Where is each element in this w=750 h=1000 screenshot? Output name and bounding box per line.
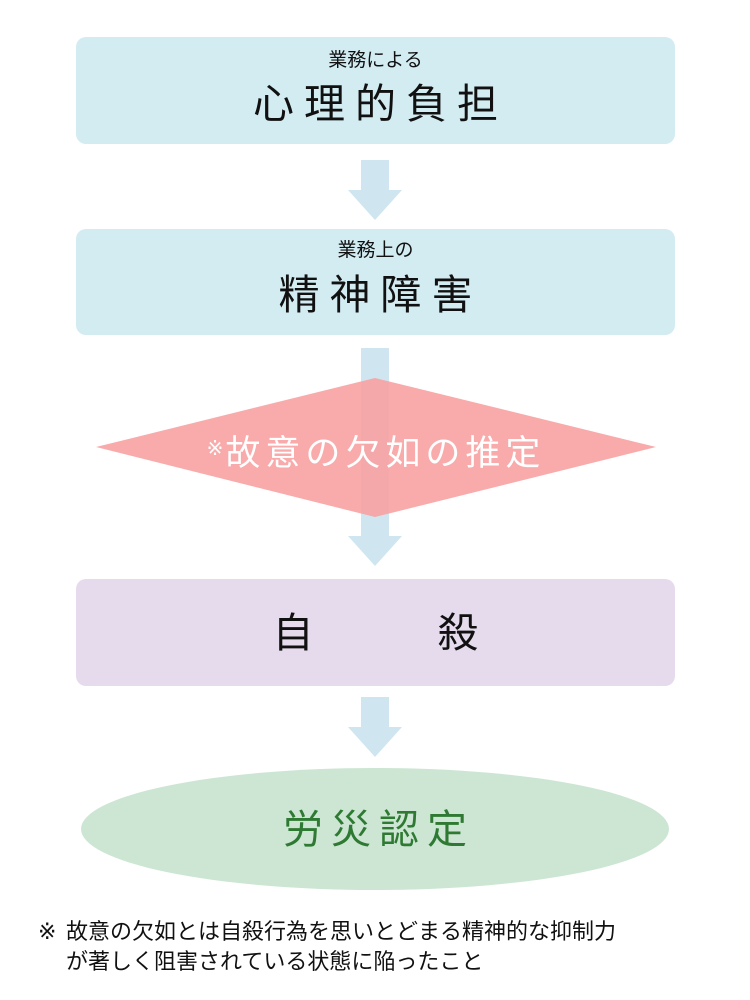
step-2-sublabel: 業務上の — [337, 239, 414, 261]
step-3-label-left: 自 — [272, 609, 314, 657]
footnote-line-2: が著しく阻害されている状態に陥ったこと — [66, 950, 484, 975]
arrow-down-3 — [348, 697, 402, 757]
result-ellipse — [81, 768, 669, 890]
step-1-label: 心理的負担 — [253, 80, 508, 128]
step-3-label-right: 殺 — [437, 609, 479, 657]
step-box-suicide: 自殺 — [76, 579, 675, 686]
step-box-psychological-burden: 業務による 心理的負担 — [76, 37, 675, 144]
step-3-label: 自殺 — [76, 609, 675, 657]
condition-diamond — [96, 378, 656, 517]
arrow-down-1 — [348, 160, 402, 220]
condition-text: 故意の欠如の推定 — [225, 434, 546, 474]
step-box-mental-disorder: 業務上の 精神障害 — [76, 229, 675, 335]
condition-label: ※故意の欠如の推定 — [95, 420, 657, 476]
footnote: ※ 故意の欠如とは自殺行為を思いとどまる精神的な抑制力 が著しく阻害されている状態… — [38, 918, 738, 978]
step-1-sublabel: 業務による — [328, 49, 423, 71]
condition-note-mark: ※ — [206, 436, 226, 460]
step-2-label: 精神障害 — [278, 271, 483, 319]
result-label: 労災認定 — [283, 807, 475, 853]
footnote-line-1: 故意の欠如とは自殺行為を思いとどまる精神的な抑制力 — [66, 920, 617, 945]
footnote-mark: ※ — [38, 920, 57, 945]
